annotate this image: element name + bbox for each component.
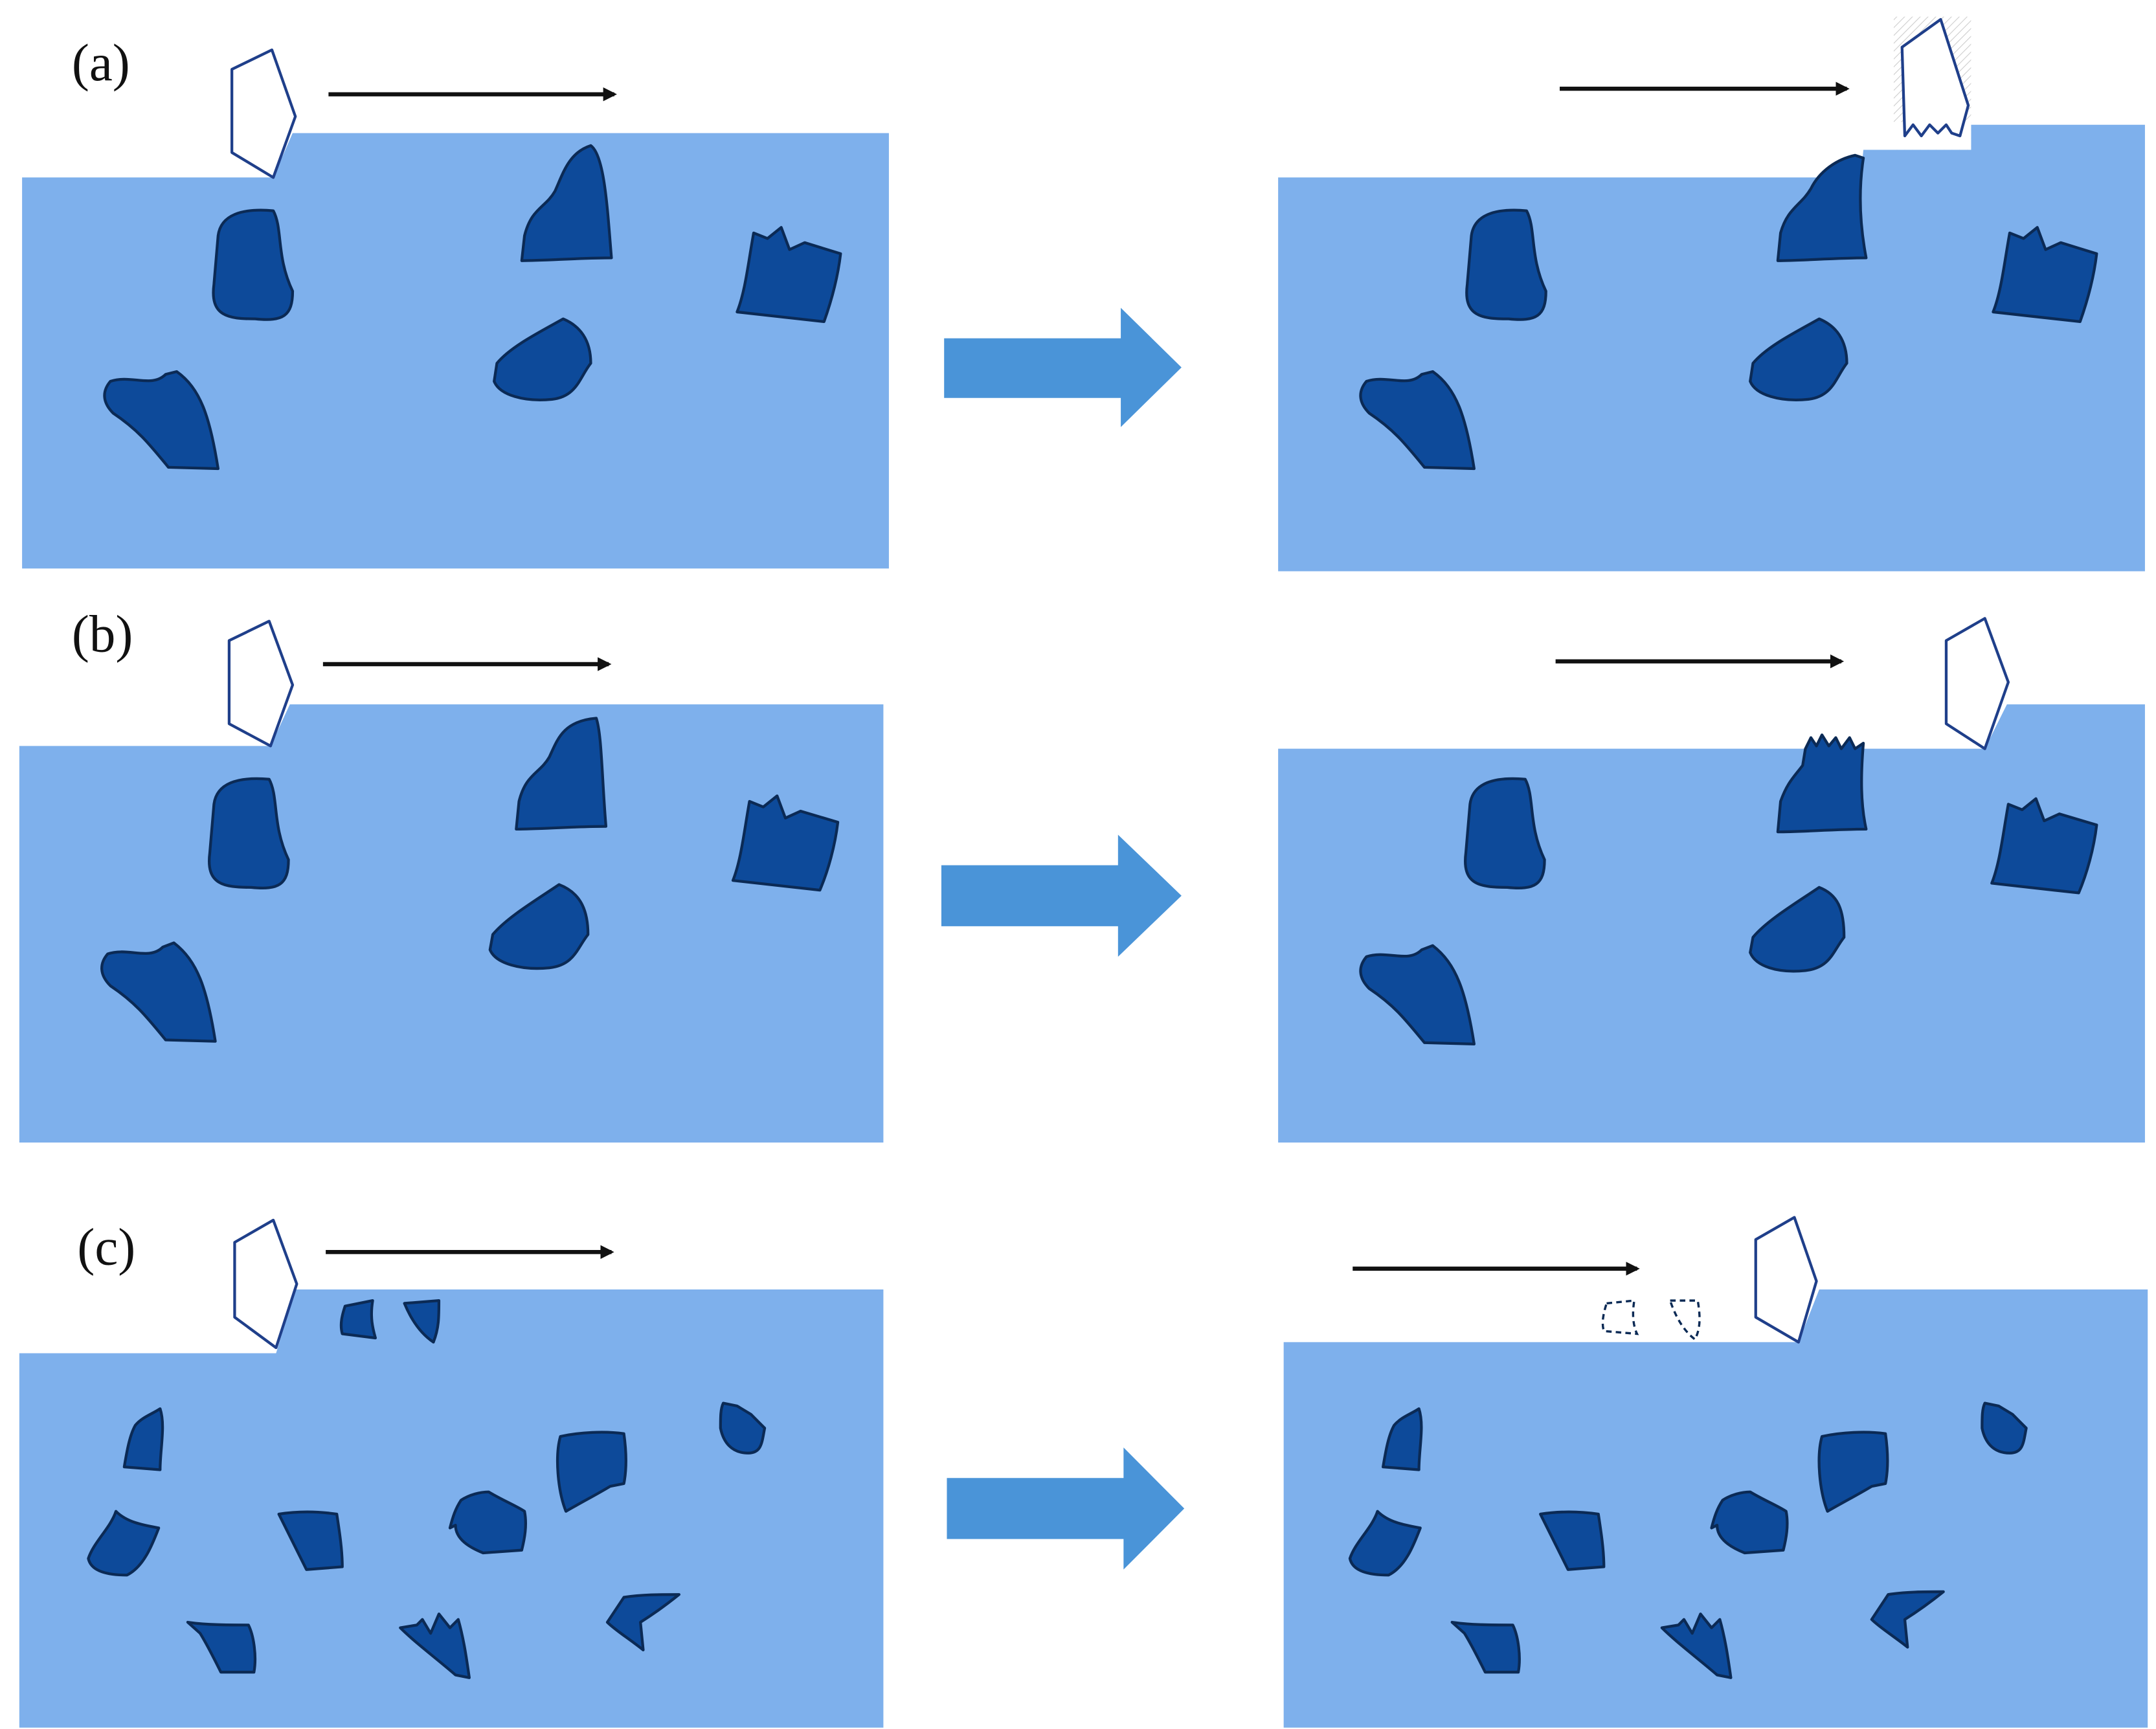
particle xyxy=(1464,777,1546,889)
particle xyxy=(1749,317,1848,401)
particles-a-after xyxy=(1359,153,2098,471)
particle-loose xyxy=(339,1299,377,1340)
particle xyxy=(1992,226,2098,324)
particle xyxy=(1450,1620,1521,1674)
particle xyxy=(1990,797,2098,895)
particle xyxy=(1660,1612,1733,1679)
removed-particle-outline xyxy=(1601,1299,1639,1335)
row-b: (b) xyxy=(19,605,2145,1143)
particle xyxy=(1465,208,1547,321)
workpiece-a-after xyxy=(1278,124,2145,572)
particle xyxy=(1539,1510,1606,1571)
row-a: (a) xyxy=(22,16,2145,572)
particle xyxy=(1981,1401,2028,1455)
row-c: (c) xyxy=(19,1216,2148,1728)
particle xyxy=(1817,1431,1889,1513)
particle xyxy=(103,370,219,471)
particle xyxy=(208,777,290,889)
particles-c-before xyxy=(87,1299,767,1679)
particle xyxy=(605,1593,681,1652)
row-label-b: (b) xyxy=(72,605,133,664)
particle-fractured xyxy=(1776,733,1868,834)
particle xyxy=(1359,370,1476,471)
particle xyxy=(736,226,842,324)
row-label-a: (a) xyxy=(72,34,130,92)
particle-sheared xyxy=(1776,153,1868,262)
particle xyxy=(87,1510,161,1577)
particle xyxy=(277,1510,344,1571)
panel-b-before xyxy=(19,619,884,1143)
block-arrow-right-icon xyxy=(947,1447,1185,1570)
workpiece-b-before xyxy=(19,704,884,1143)
row-label-c: (c) xyxy=(77,1218,135,1276)
pentagon-tool-icon xyxy=(1944,617,2010,750)
block-arrow-right-icon xyxy=(944,307,1182,427)
panel-c-after xyxy=(1283,1216,2148,1728)
particle xyxy=(493,317,592,401)
particles-a-before xyxy=(103,144,842,471)
particle xyxy=(1348,1510,1422,1577)
block-arrow-right-icon xyxy=(941,834,1182,957)
workpiece-c-after xyxy=(1283,1289,2148,1728)
particle xyxy=(212,208,295,321)
particle xyxy=(515,717,608,831)
particle xyxy=(520,144,613,262)
workpiece-a-before xyxy=(22,133,889,569)
panel-a-after xyxy=(1278,16,2145,572)
particles-b-after xyxy=(1359,733,2098,1046)
particle xyxy=(488,883,590,970)
removed-particle-outline xyxy=(1668,1299,1701,1341)
pentagon-tool-icon xyxy=(1754,1216,1818,1344)
particles-c-after xyxy=(1348,1401,2028,1679)
pentagon-tool-icon xyxy=(230,48,297,179)
workpiece-b-after xyxy=(1278,704,2145,1143)
worn-tool-icon xyxy=(1900,17,1970,138)
particle xyxy=(122,1407,164,1471)
particle-loose xyxy=(403,1299,441,1344)
pentagon-tool-icon xyxy=(227,619,295,748)
particle xyxy=(100,941,217,1043)
particle xyxy=(719,1401,767,1455)
particle xyxy=(448,1490,527,1555)
particle xyxy=(186,1620,257,1674)
panel-b-after xyxy=(1278,617,2145,1143)
particle xyxy=(1710,1490,1789,1555)
panel-c-before xyxy=(19,1218,884,1728)
workpiece-c-before xyxy=(19,1289,884,1728)
particle xyxy=(1382,1407,1423,1471)
particle xyxy=(1870,1590,1945,1649)
particles-b-before xyxy=(100,717,840,1043)
particle xyxy=(556,1431,627,1513)
particle xyxy=(399,1612,471,1679)
particle xyxy=(1749,886,1846,973)
particle xyxy=(731,794,840,892)
pentagon-tool-icon xyxy=(233,1218,298,1350)
panel-a-before xyxy=(22,48,889,569)
particle xyxy=(1359,944,1476,1046)
